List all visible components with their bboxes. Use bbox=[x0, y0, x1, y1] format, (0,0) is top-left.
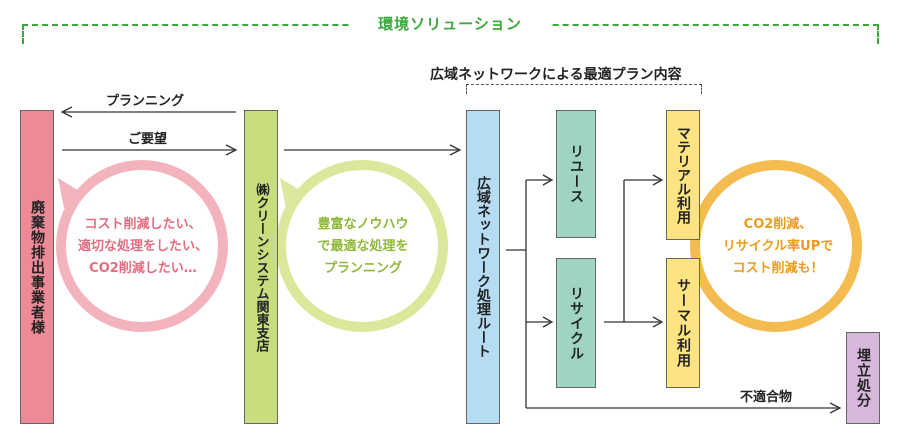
result-bubble-line: コスト削減も！ bbox=[732, 261, 824, 276]
reuse-node: リユース bbox=[556, 110, 596, 238]
unsuitable-label: 不適合物 bbox=[740, 390, 793, 405]
route-node: 広域ネットワーク処理ルート bbox=[466, 110, 500, 424]
thermal-node: サーマル利用 bbox=[666, 258, 700, 388]
material-node: マテリアル利用 bbox=[666, 110, 700, 240]
discharger-bubble-tail bbox=[58, 178, 84, 208]
branch-node: ㈱クリーンシステム関東支店 bbox=[244, 110, 278, 424]
discharger-bubble-line: CO2削減したい… bbox=[89, 261, 197, 276]
landfill-node: 埋立処分 bbox=[846, 332, 880, 424]
branch-bubble-line: プランニング bbox=[323, 261, 402, 276]
diagram-title: 環境ソリューション bbox=[350, 14, 550, 34]
branch-bubble-text: 豊富なノウハウ で最適な処理を プランニング bbox=[280, 214, 446, 280]
result-bubble-text: CO2削減、 リサイクル率UPで コスト削減も！ bbox=[700, 214, 856, 280]
discharger-node: 廃棄物排出事業者様 bbox=[20, 110, 54, 424]
discharger-bubble-line: 適切な処理をしたい、 bbox=[77, 239, 208, 254]
route-heading-bracket bbox=[466, 84, 702, 94]
discharger-bubble-text: コスト削減したい、 適切な処理をしたい、 CO2削減したい… bbox=[60, 214, 226, 280]
recycle-node: リサイクル bbox=[556, 258, 596, 388]
result-bubble-line: CO2削減、 bbox=[743, 217, 813, 232]
branch-bubble-line: で最適な処理を bbox=[317, 239, 409, 254]
branch-bubble-tail bbox=[280, 178, 306, 208]
result-bubble bbox=[690, 160, 862, 332]
branch-bubble bbox=[276, 160, 448, 332]
planning-label: プランニング bbox=[106, 94, 185, 109]
discharger-bubble bbox=[56, 160, 228, 332]
result-bubble-line: リサイクル率UPで bbox=[722, 239, 834, 254]
route-heading: 広域ネットワークによる最適プラン内容 bbox=[430, 67, 682, 83]
discharger-bubble-line: コスト削減したい、 bbox=[84, 217, 202, 232]
request-label: ご要望 bbox=[128, 132, 168, 147]
branch-bubble-line: 豊富なノウハウ bbox=[317, 217, 409, 232]
